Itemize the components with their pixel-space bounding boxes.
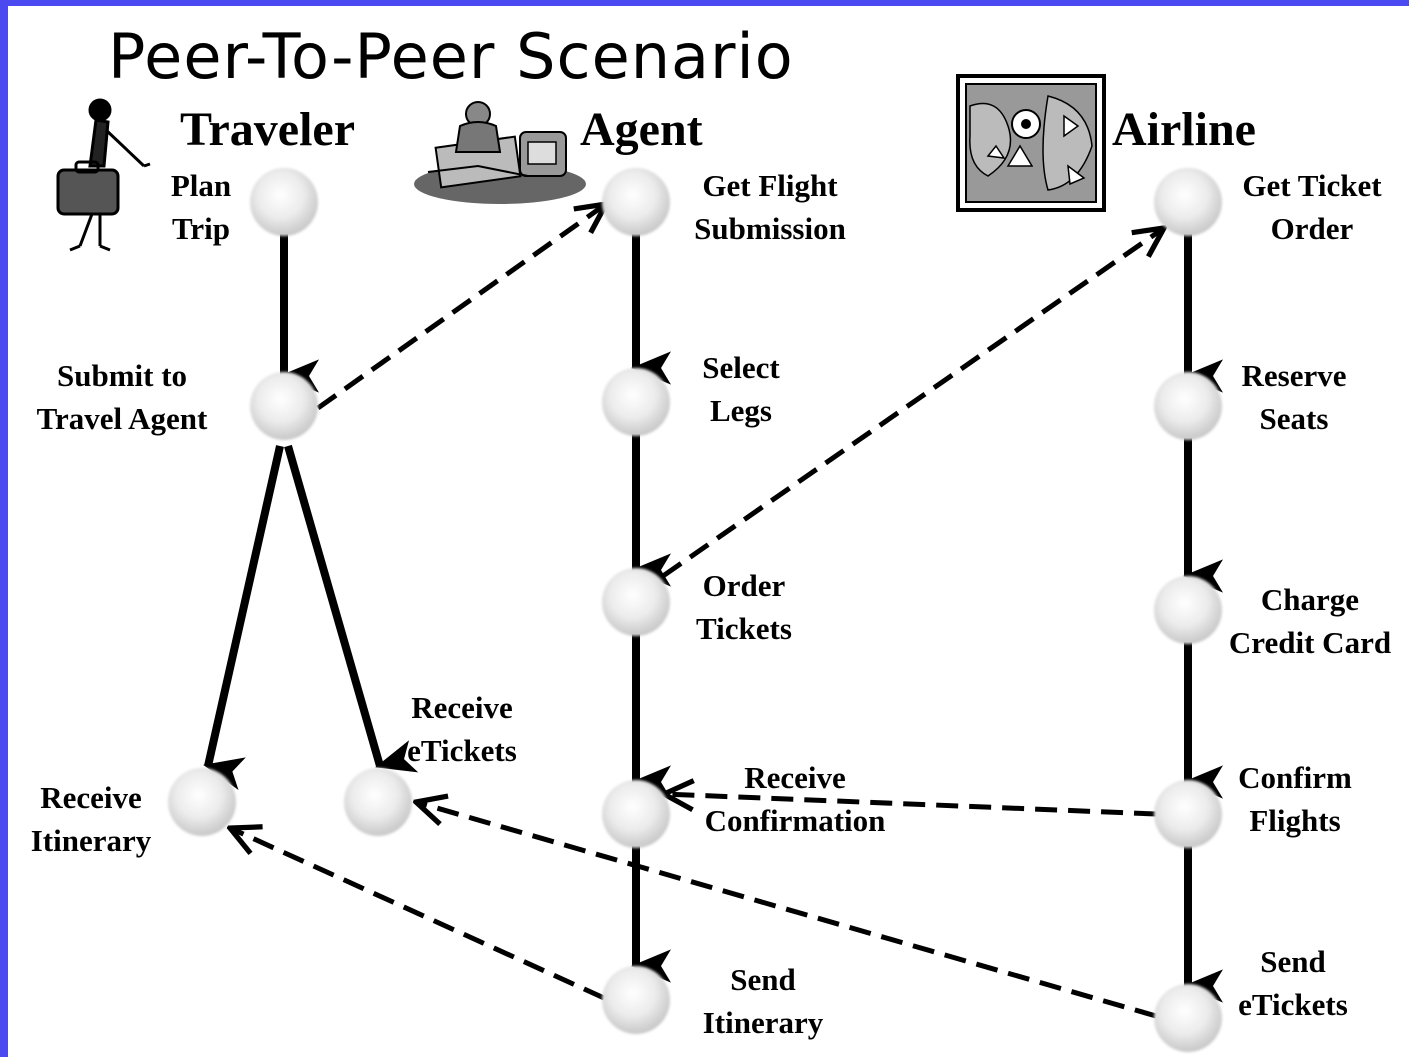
message-etickets-to-traveler [416,802,1157,1019]
node-receive-confirmation [602,780,670,848]
label-plan-trip: Plan Trip [170,168,232,246]
node-send-etickets [1154,984,1222,1052]
node-plan-trip [250,168,318,236]
message-submit-to-agent [316,204,606,411]
solid-arrows [203,234,1223,1003]
label-order-tickets: Order Tickets [696,568,792,646]
label-send-etickets: Send eTickets [1238,944,1348,1022]
node-charge-card [1154,576,1222,644]
lane-title-traveler: Traveler [180,103,356,156]
label-receive-etickets: Receive eTickets [407,690,517,768]
step-nodes [168,168,1222,1052]
travel-agent-desk-icon [414,101,586,204]
node-confirm-flights [1154,780,1222,848]
node-submit-agent [250,372,318,440]
traveler-with-suitcase-icon [56,98,151,252]
label-charge-card: Charge Credit Card [1228,582,1392,660]
label-send-itinerary: Send Itinerary [702,962,824,1040]
label-confirm-flights: Confirm Flights [1238,760,1352,838]
node-get-ticket-order [1154,168,1222,236]
diagram-canvas: Peer-To-Peer Scenario Traveler Agent Air… [8,6,1409,1057]
label-reserve-seats: Reserve Seats [1241,358,1347,436]
node-receive-itinerary [168,768,236,836]
airline-map-icon [956,74,1106,212]
label-receive-itinerary: Receive Itinerary [30,780,152,858]
dashed-arrows [230,204,1164,1019]
flow-diagram [56,74,1223,1052]
node-order-tickets [602,568,670,636]
lane-title-agent: Agent [580,103,703,156]
arrow-submit-to-etickets [284,444,419,773]
lane-title-airline: Airline [1112,103,1256,156]
node-get-flight-submission [602,168,670,236]
label-select-legs: Select Legs [702,350,780,428]
node-receive-etickets [344,768,412,836]
node-reserve-seats [1154,372,1222,440]
message-confirm-to-agent [664,794,1157,817]
label-submit-agent: Submit to Travel Agent [36,358,208,436]
diagram-title: Peer-To-Peer Scenario [108,20,794,93]
node-send-itinerary [602,966,670,1034]
label-get-ticket-order: Get Ticket Order [1242,168,1382,246]
message-itinerary-to-traveler [230,828,606,1001]
arrow-submit-to-itinerary [203,445,284,790]
node-select-legs [602,368,670,436]
label-receive-confirmation: Receive Confirmation [704,760,886,838]
message-order-to-airline [661,228,1164,579]
label-get-flight-submission: Get Flight Submission [694,168,846,246]
